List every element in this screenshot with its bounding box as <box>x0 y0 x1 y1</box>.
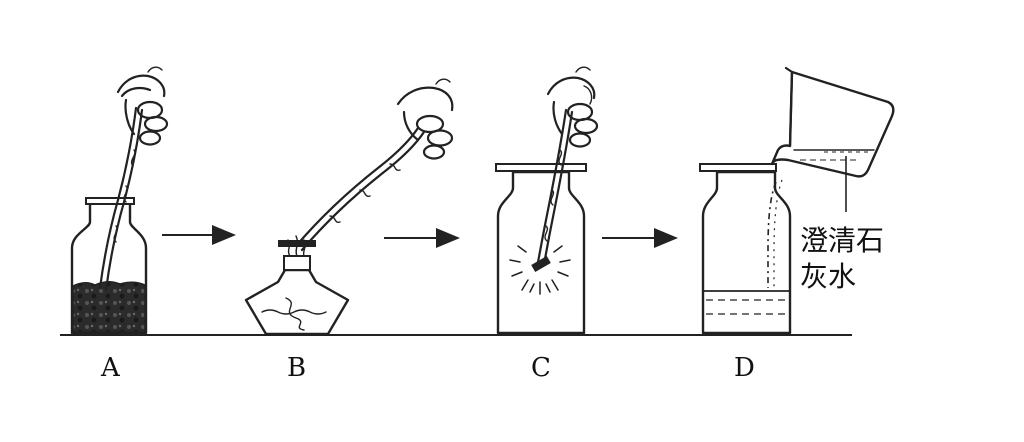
twig-c <box>536 108 568 264</box>
hand-b <box>396 78 454 160</box>
label-c: C <box>531 353 551 383</box>
label-a: A <box>100 353 121 383</box>
alcohol-lamp <box>244 268 350 336</box>
label-d: D <box>734 353 755 383</box>
charcoal-pile <box>72 281 146 333</box>
bottle-d <box>701 170 792 335</box>
glass-plate-d <box>699 163 777 172</box>
panel-d: 澄清石 灰水 D <box>699 66 895 383</box>
sparks-c <box>509 245 571 295</box>
panel-c: C <box>495 66 599 383</box>
callout-line1: 澄清石 <box>800 224 884 257</box>
hand-c <box>546 66 599 148</box>
hand-a <box>116 66 169 146</box>
bottle-c <box>496 170 586 335</box>
glass-plate-c <box>495 163 587 172</box>
twig-a <box>98 106 138 290</box>
burning-charcoal <box>531 256 551 272</box>
lamp-liquid <box>261 309 327 315</box>
twig-b <box>294 126 420 248</box>
label-b: B <box>287 353 306 383</box>
callout-line2: 灰水 <box>800 260 856 293</box>
panel-a: A <box>70 66 169 383</box>
bottle-a-rim <box>85 197 135 205</box>
pour-stream <box>767 181 777 288</box>
panel-b: B <box>244 78 454 383</box>
